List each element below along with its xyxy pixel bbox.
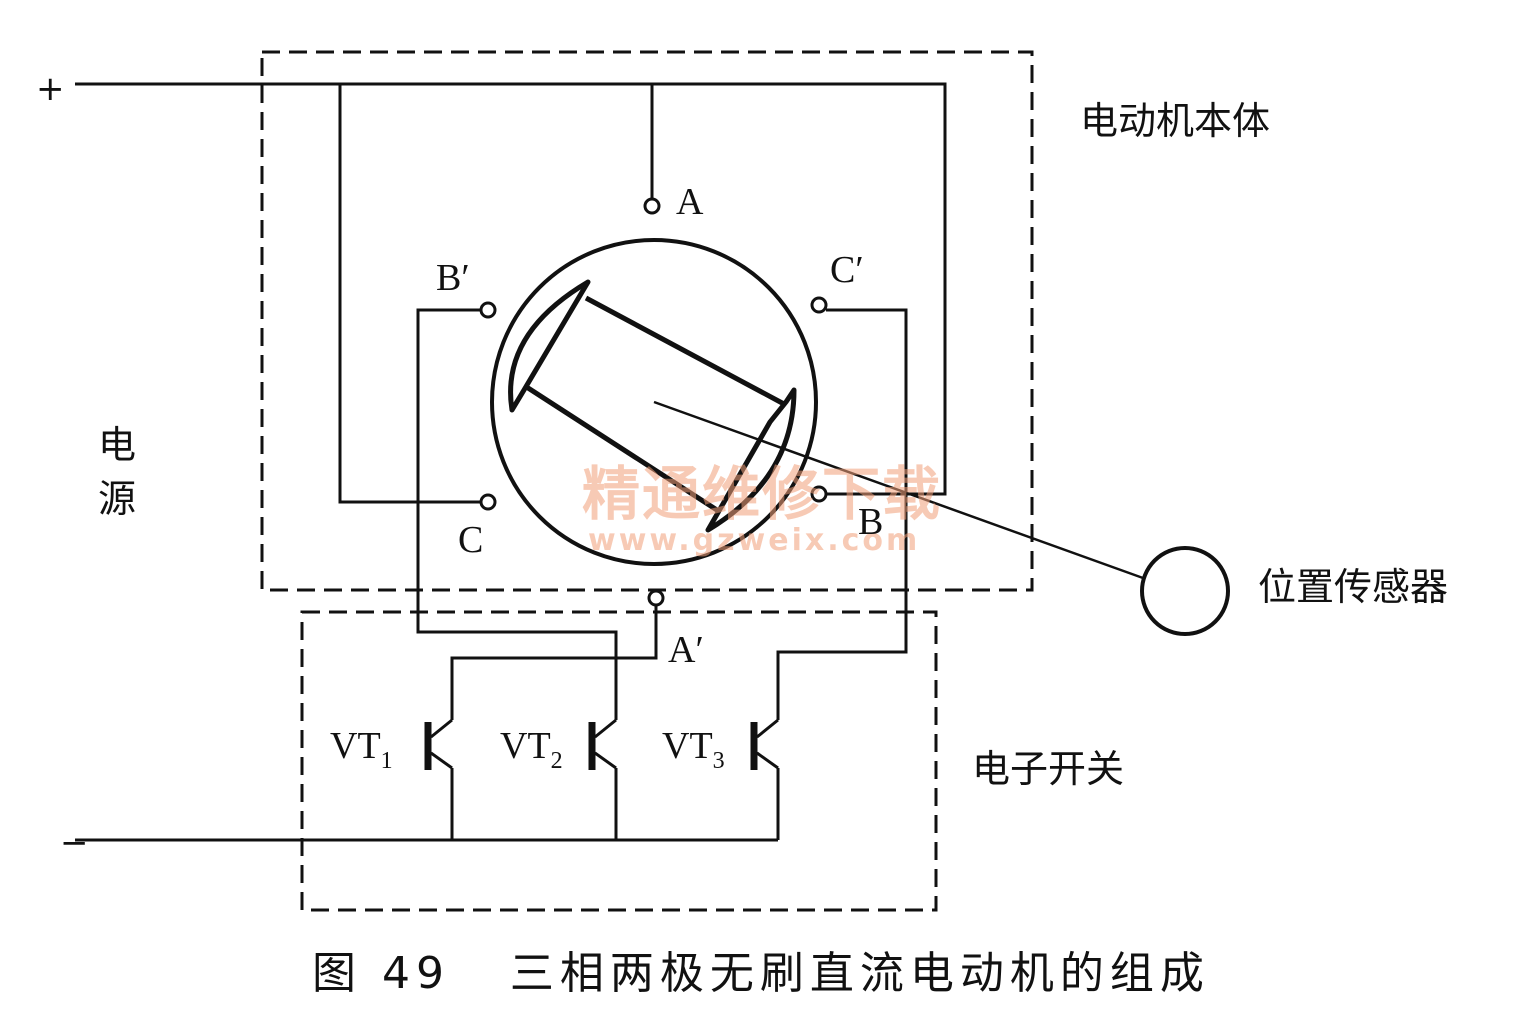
plus-label: +: [36, 69, 65, 109]
terminal-a-label: A: [676, 181, 704, 223]
motor-body-box: [260, 50, 1034, 592]
transistor-vt1: [424, 718, 453, 770]
motor-body-label: 电动机本体: [1080, 99, 1270, 143]
watermark-text: 精通维修下载: [582, 460, 942, 528]
transistor-vt2: [588, 718, 617, 770]
electronic-switch-box: [300, 610, 938, 912]
terminal-b-prime-label: B′: [436, 257, 470, 299]
transistor-vt3: [750, 718, 779, 770]
minus-label: −: [60, 823, 89, 863]
wire-b-prime-to-vt2: [416, 308, 618, 720]
wire-c-prime-to-vt3: [776, 308, 908, 720]
terminal-c-prime-dot: [810, 296, 828, 314]
wire-a-prime-to-vt1: [450, 606, 658, 720]
vt2-label: VT2: [500, 725, 563, 774]
terminals: [479, 197, 828, 607]
vt1-label: VT1: [330, 725, 393, 774]
vt3-label: VT3: [662, 725, 725, 774]
watermark-url: www.gzweix.com: [588, 523, 920, 558]
power-label-bottom: 源: [98, 477, 136, 521]
wire-to-c: [338, 84, 482, 504]
rotor: [508, 279, 797, 533]
rotor-pole-right: [705, 387, 797, 533]
terminal-a-dot: [643, 197, 661, 215]
terminal-c-dot: [479, 493, 497, 511]
terminal-a-prime-dot: [647, 589, 665, 607]
wiring: [75, 82, 947, 842]
terminal-b-label: B: [858, 501, 883, 543]
position-sensor-circle: [1140, 546, 1230, 636]
terminal-a-prime-label: A′: [668, 629, 704, 671]
terminal-c-prime-label: C′: [830, 249, 864, 291]
positive-rail: [75, 82, 947, 496]
sensor-lead: [653, 400, 1144, 580]
stator-circle: [490, 238, 818, 566]
terminal-b-dot: [810, 485, 828, 503]
power-label-top: 电: [98, 423, 136, 467]
terminal-c-label: C: [458, 519, 483, 561]
rotor-pole-left: [508, 279, 591, 413]
electronic-switch-label: 电子开关: [972, 747, 1124, 791]
position-sensor-label: 位置传感器: [1258, 565, 1448, 609]
terminal-b-prime-dot: [479, 301, 497, 319]
figure-caption: 图 49 三相两极无刷直流电动机的组成: [312, 948, 1210, 999]
